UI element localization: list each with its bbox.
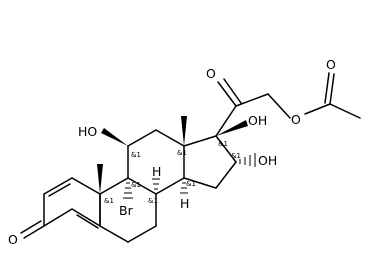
ring-c <box>127 129 185 195</box>
hash-c9-br <box>123 182 133 199</box>
bond-cacyl-ch3 <box>329 103 361 119</box>
wedge-c10-methyl <box>97 164 103 194</box>
hash-c16-oh <box>239 153 256 167</box>
substituents <box>97 116 256 199</box>
hash-c14-h <box>180 182 188 194</box>
bond-c3-o <box>23 225 45 239</box>
stereo-label-c13: &1 <box>177 149 187 157</box>
stereo-label-c10: &1 <box>104 197 114 205</box>
bond-c9-c10 <box>99 177 129 195</box>
atom-o-c20: O <box>206 66 216 81</box>
atom-labels: O HO Br H H OH OH O O O <box>8 57 336 247</box>
ring-d <box>183 135 237 189</box>
wedge-c13-methyl <box>181 116 187 146</box>
atom-oh-c16: OH <box>258 153 277 168</box>
bond-cacyl-o-double <box>324 72 330 104</box>
bond-c4-c5-double <box>76 214 99 229</box>
bond-c17-c20 <box>215 105 237 137</box>
atom-ho-c11: HO <box>78 124 97 139</box>
atom-o-acetyl: O <box>326 57 336 72</box>
atom-o-ketone: O <box>8 232 18 247</box>
bond-o-cacyl <box>304 103 331 115</box>
bond-c16-c15 <box>215 161 237 189</box>
stereo-label-c9: &1 <box>131 181 141 189</box>
bond-c6-c7 <box>127 225 157 243</box>
stereo-label-c17: &1 <box>218 140 228 148</box>
bond-c4-c5 <box>71 208 101 227</box>
ring-b <box>99 177 157 243</box>
bond-c3-c4 <box>43 208 73 227</box>
hash-c8-h <box>152 178 160 190</box>
bond-c17-c16 <box>215 135 237 163</box>
stereo-labels: &1 &1 &1 &1 &1 &1 &1 &1 <box>104 140 241 205</box>
atom-o-ester: O <box>291 112 301 127</box>
bond-c1-c2-double <box>48 183 71 197</box>
bond-c20-c21 <box>235 93 269 107</box>
bond-c12-c13 <box>155 129 185 147</box>
ring-a <box>20 177 101 239</box>
side-chain <box>215 72 361 137</box>
bond-c20-o <box>217 81 237 107</box>
bond-c21-o <box>267 93 291 119</box>
bond-c5-c6 <box>99 225 129 243</box>
bond-c11-c12 <box>127 129 157 147</box>
atom-oh-c17: OH <box>248 113 267 128</box>
stereo-label-c8: &1 <box>148 197 158 205</box>
stereo-label-c16: &1 <box>231 152 241 160</box>
atom-br: Br <box>119 203 134 218</box>
bond-c10-c1 <box>71 177 101 195</box>
bond-cacyl-o <box>329 73 335 105</box>
bond-c15-c14 <box>183 177 217 189</box>
bond-c3-o-double <box>20 220 42 234</box>
bond-c8-c9 <box>127 177 157 195</box>
bond-c14-c8 <box>155 177 185 195</box>
wedge-c17-oh <box>216 120 248 136</box>
bond-c20-o-double <box>223 78 242 104</box>
wedge-c11-oh <box>101 128 128 146</box>
bond-c1-c2 <box>43 177 73 195</box>
atom-h-c14: H <box>180 196 189 211</box>
stereo-label-c11: &1 <box>131 151 141 159</box>
bond-c13-c17 <box>183 135 217 147</box>
stereo-label-c14: &1 <box>186 180 196 188</box>
atom-h-c8: H <box>152 164 161 179</box>
